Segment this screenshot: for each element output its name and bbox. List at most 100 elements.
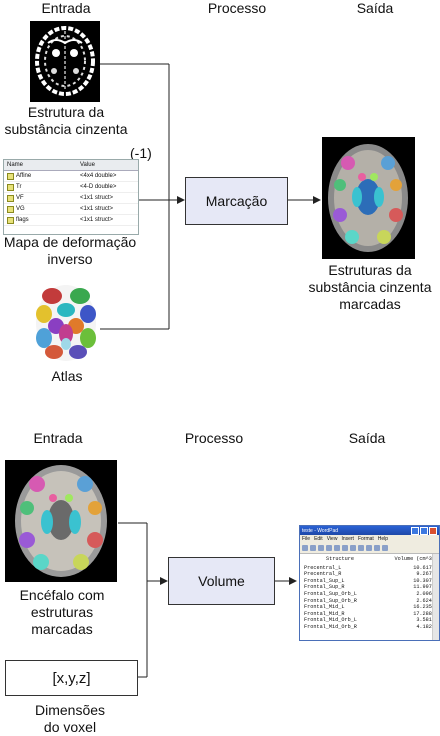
doc-row-structure: Frontal_Sup_R <box>304 584 345 591</box>
row-value: <1x1 struct> <box>80 195 114 201</box>
doc-row-structure: Precentral_R <box>304 571 342 578</box>
gray-matter-caption: Estrutura da substância cinzenta <box>0 104 132 138</box>
print-icon[interactable] <box>326 545 332 551</box>
menu-format[interactable]: Format <box>357 536 374 542</box>
table-row: Tr <4-D double> <box>4 182 138 193</box>
row-value: <1x1 struct> <box>80 206 114 212</box>
doc-row-structure: Frontal_Sup_Orb_L <box>304 590 357 597</box>
preview-icon[interactable] <box>334 545 340 551</box>
header2-process: Processo <box>184 430 244 446</box>
gray-matter-caption-line1: Estrutura da <box>27 104 105 120</box>
header-input: Entrada <box>41 0 91 16</box>
doc-row: Frontal_Mid_Orb_L 3.5815 <box>304 617 435 624</box>
doc-header-volume: Volume (cm^3) <box>394 556 435 562</box>
deformation-variable-table: Name Value Affine <4x4 double> Tr <4-D d… <box>3 159 139 235</box>
header-output: Saída <box>356 0 394 16</box>
minimize-icon[interactable] <box>411 526 419 535</box>
doc-row-volume: 17.2884 <box>413 610 435 617</box>
doc-row-structure: Frontal_Mid_Orb_R <box>304 623 357 630</box>
voxel-caption: Dimensões do voxel <box>0 702 140 736</box>
menu-view[interactable]: View <box>326 536 338 542</box>
row-name: flags <box>16 217 29 223</box>
menu-edit[interactable]: Edit <box>314 536 323 542</box>
atlas-caption: Atlas <box>51 368 83 384</box>
insert-object-icon[interactable] <box>382 545 388 551</box>
header2-input: Entrada <box>33 430 83 446</box>
doc-row-volume: 3.5815 <box>416 617 435 624</box>
paste-icon[interactable] <box>366 545 372 551</box>
doc-row-structure: Frontal_Sup_L <box>304 577 345 584</box>
doc-row: Frontal_Sup_L 10.3074 <box>304 578 435 585</box>
table-row: flags <1x1 struct> <box>4 215 138 226</box>
wordpad-title: teste - WordPad <box>302 527 339 534</box>
volume-process-box: Volume <box>168 557 275 605</box>
cut-icon[interactable] <box>350 545 356 551</box>
copy-icon[interactable] <box>358 545 364 551</box>
marcacao-process-box: Marcação <box>185 177 288 225</box>
header2-output: Saída <box>348 430 386 446</box>
doc-row-volume: 11.9973 <box>413 584 435 591</box>
open-icon[interactable] <box>310 545 316 551</box>
doc-row-structure: Frontal_Mid_L <box>304 604 345 611</box>
row-name: VF <box>16 195 24 201</box>
gray-matter-image <box>30 21 100 102</box>
doc-row: Precentral_R 9.2676 <box>304 571 435 578</box>
row-value: <4-D double> <box>80 184 117 190</box>
voxel-caption-line2: do voxel <box>43 719 97 735</box>
doc-row-volume: 2.0966 <box>416 590 435 597</box>
output-caption-line3: marcadas <box>339 296 401 312</box>
save-icon[interactable] <box>318 545 324 551</box>
deformation-caption-line1: Mapa de deformação <box>3 234 137 250</box>
header-process: Processo <box>207 0 267 16</box>
struct-icon <box>7 216 14 224</box>
table-row: Affine <4x4 double> <box>4 171 138 182</box>
table-header: Name Value <box>4 160 138 171</box>
menu-file[interactable]: File <box>302 536 311 542</box>
menu-insert[interactable]: Insert <box>341 536 354 542</box>
menu-help[interactable]: Help <box>377 536 389 542</box>
wordpad-window: teste - WordPad File Edit View Insert Fo… <box>299 525 440 641</box>
column-name: Name <box>7 162 24 168</box>
struct-icon <box>7 194 14 202</box>
close-icon[interactable] <box>429 526 437 535</box>
gray-matter-caption-line2: substância cinzenta <box>4 121 128 137</box>
brain-caption-line1: Encéfalo com <box>19 587 105 603</box>
row-name: Tr <box>16 184 22 190</box>
labeled-brain-image <box>5 460 117 582</box>
labeled-gray-matter-image <box>322 137 415 259</box>
doc-row-structure: Frontal_Mid_Orb_L <box>304 617 357 624</box>
atlas-image <box>32 282 100 364</box>
deformation-caption-line2: inverso <box>47 251 93 267</box>
row-value: <4x4 double> <box>80 173 117 179</box>
output-caption: Estruturas da substância cinzenta marcad… <box>300 262 440 313</box>
doc-row-volume: 9.2676 <box>416 571 435 578</box>
new-icon[interactable] <box>302 545 308 551</box>
wordpad-scrollbar[interactable] <box>432 554 439 640</box>
matrix-icon <box>7 172 14 180</box>
doc-row: Frontal_Sup_Orb_L 2.0966 <box>304 591 435 598</box>
row-name: Affine <box>16 173 32 179</box>
find-icon[interactable] <box>342 545 348 551</box>
brain-caption: Encéfalo com estruturas marcadas <box>0 587 124 638</box>
deformation-caption: Mapa de deformação inverso <box>0 234 140 268</box>
doc-row-volume: 10.3074 <box>413 577 435 584</box>
maximize-icon[interactable] <box>420 526 428 535</box>
table-row: VF <1x1 struct> <box>4 193 138 204</box>
row-value: <1x1 struct> <box>80 217 114 223</box>
brain-caption-line2: estruturas <box>30 604 94 620</box>
doc-row: Frontal_Sup_R 11.9973 <box>304 584 435 591</box>
struct-icon <box>7 205 14 213</box>
window-controls <box>411 526 437 535</box>
brain-caption-line3: marcadas <box>31 621 93 637</box>
inverse-label: (-1) <box>130 145 152 161</box>
doc-row-structure: Frontal_Sup_Orb_R <box>304 597 357 604</box>
voxel-coordinates-box: [x,y,z] <box>5 660 138 696</box>
voxel-caption-line1: Dimensões <box>34 702 106 718</box>
undo-icon[interactable] <box>374 545 380 551</box>
doc-header-structure: Structure <box>326 556 355 562</box>
